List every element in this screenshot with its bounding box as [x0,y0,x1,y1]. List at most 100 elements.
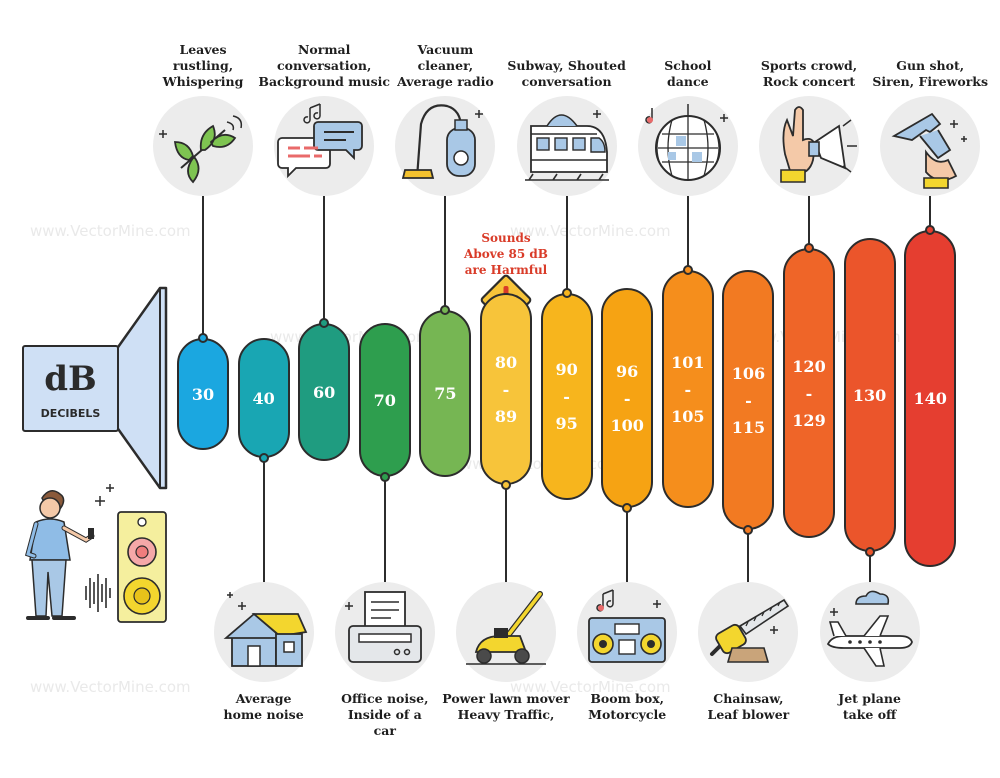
sound-source-label-line: Sports crowd, [760,58,858,73]
meter-title: dB [44,359,97,399]
decibel-value-line1: 120 [792,356,826,376]
connector-dot [440,305,451,315]
house-icon [223,592,307,667]
sound-source-label-line: Subway, Shouted [507,58,626,73]
decibel-bar-120 [783,248,835,538]
decibel-value-line1: 90 [555,360,578,379]
watermark: www.VectorMine.com [510,222,671,240]
decibel-meter-box: dB DECIBELS [22,345,119,432]
decibel-value-line2: - [684,379,692,399]
connector-dot [622,503,633,513]
connector-line [808,196,810,248]
decibel-value-line2: - [502,379,510,399]
sound-source-label-line: Chainsaw, [713,691,784,706]
decibel-bar-140 [904,230,957,567]
decibel-bar-90 [540,293,593,500]
gun-icon [891,112,968,189]
sound-source-label-line: Normal [297,42,351,57]
warning-text: Sounds Above 85 dB are Harmful [446,230,566,278]
lawn-mower-icon [466,591,546,665]
sound-source-label-line: Vacuum [417,42,474,57]
sound-source-label-line: Leaf blower [707,707,790,722]
sound-source-label-line: Average radio [397,74,494,89]
decibel-bar-80 [480,293,532,485]
connector-line [868,552,871,584]
decibel-value: 30 [168,381,238,408]
airplane-icon [826,590,913,667]
sound-source-label-line: School [664,58,712,73]
watermark: www.VectorMine.com [30,678,191,696]
connector-line [202,196,204,338]
decibel-value-line3: 100 [610,415,644,435]
sound-source-label-line: Heavy Traffic, [457,707,555,722]
decibel-value-line1: 30 [191,384,215,404]
connector-line [686,196,689,270]
connector-line [444,196,447,310]
decibel-bar-106 [722,270,775,530]
decibel-value-line1: 70 [373,390,396,410]
speaker-cone-icon [114,286,168,490]
watermark: www.VectorMine.com [510,678,671,696]
decibel-value-line2: - [623,388,631,408]
decibel-value: 80-89 [471,349,541,430]
decibel-value-line3: 95 [555,414,578,433]
sound-source-label-line: Boom box, [590,691,665,706]
decibel-value: 120 - 129 [774,353,844,434]
decibel-value-line1: 60 [313,382,336,402]
sound-source-label-line: cleaner, [417,58,474,73]
sound-source-label-line: Office noise, [341,691,429,706]
connector-dot [743,525,754,535]
decibel-value: 140 [895,385,965,412]
decibel-bar-96 [601,288,654,508]
sound-source-label-line: Average [235,691,292,706]
decibel-value: 130 [835,382,905,409]
decibel-value-line2: - [563,387,570,406]
decibel-bar-101 [661,270,714,508]
vacuum-cleaner-icon [402,104,484,179]
connector-line [929,196,932,230]
connector-line [262,458,265,584]
connector-dot [319,318,330,328]
decibel-bar-70 [358,323,411,477]
decibel-value-line3: 129 [792,410,826,430]
meter-subtitle: DECIBELS [40,407,101,420]
decibel-value: 106-115 [713,360,783,441]
sound-source-label-line: Power lawn mover [442,691,570,706]
decibel-value: 101-105 [653,349,723,430]
connector-dot [198,333,208,343]
decibel-value-line2: - [805,383,813,403]
decibel-value-line3: 105 [671,406,705,426]
decibel-value-line1: 106 [731,363,766,383]
connector-line [505,485,507,584]
decibel-value-line1: 75 [434,384,457,403]
connector-dot [501,480,511,490]
connector-line [747,530,750,584]
connector-line [323,196,326,323]
sound-source-label-line: conversation, [277,58,372,73]
person-listening-icon [24,484,167,623]
sound-source-label-line: Rock concert [762,74,856,89]
sound-source-label-line: Motorcycle [588,707,667,722]
sound-source-label-line: Jet plane [838,691,901,706]
decibel-value-line1: 40 [252,388,275,408]
decibel-value-line2: - [745,390,752,410]
disco-ball-icon [645,104,728,181]
train-icon [524,110,609,181]
decibel-bar-60 [298,323,351,461]
sound-source-label: Chainsaw,Leaf blower [678,691,818,723]
connector-dot [804,243,814,253]
connector-dot [379,472,390,482]
watermark: www.VectorMine.com [30,222,191,240]
connector-dot [864,547,875,557]
sound-source-label-line: Leaves [179,42,227,57]
decibel-value: 60 [289,379,359,406]
